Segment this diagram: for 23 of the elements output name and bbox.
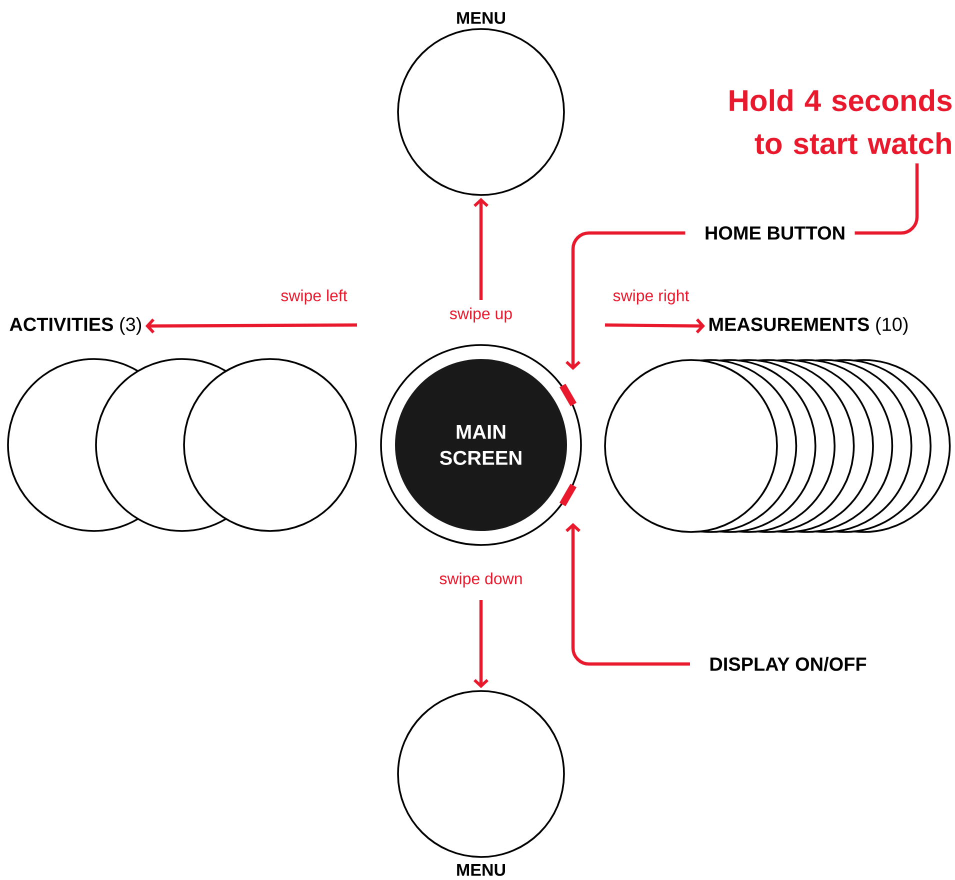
arrow (145, 318, 358, 334)
screen-circle (183, 358, 357, 532)
node-label: MENU (457, 864, 505, 876)
watch-face: MAIN SCREEN (380, 344, 582, 546)
arrow (565, 231, 686, 370)
arrow (604, 318, 705, 334)
edge-label: swipe right (612, 288, 690, 306)
arrow (474, 198, 489, 300)
group-heading: MEASUREMENTS (10) (709, 317, 908, 335)
edge-label: swipe up (448, 306, 514, 324)
screen-circle (604, 359, 778, 533)
callout-label: HOME BUTTON (706, 226, 844, 240)
edge-label: swipe left (280, 288, 348, 306)
node-label: MENU (457, 12, 505, 24)
edge-label: swipe down (438, 572, 524, 588)
side-button (559, 484, 577, 506)
arrow (565, 523, 690, 666)
group-heading: ACTIVITIES (3) (10, 317, 142, 335)
leader-line (854, 163, 919, 235)
side-button (559, 384, 577, 406)
arrow (474, 600, 489, 688)
callout-text: Hold 4 seconds to start watch (730, 89, 952, 154)
callout-label: DISPLAY ON/OFF (710, 656, 866, 672)
